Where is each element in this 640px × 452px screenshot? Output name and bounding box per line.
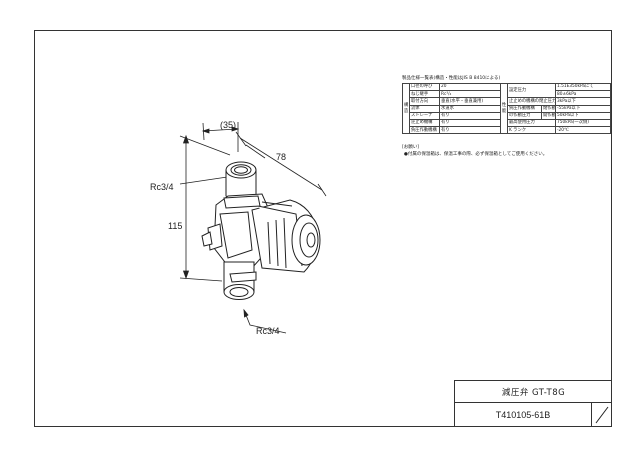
dim-offset-label: (35) [220, 120, 237, 130]
table-row: 取付方向 垂直(水平・垂直兼用) 止止めの機構の閉止圧力 3kPa以下 [403, 97, 611, 106]
dim-height-label: 115 [168, 221, 183, 231]
group-label-structure: 構造 [402, 82, 410, 135]
spec-table: 構造 口径の呼び 20 性能 設定圧力 1.51E350kPaにて ねじ継手 R… [402, 82, 611, 135]
group-label-performance: 性能 [500, 82, 508, 135]
dim-inlet-thread-label: Rc3/4 [150, 182, 174, 192]
leader-inlet [179, 175, 235, 185]
notes-title: [お願い] [402, 145, 420, 150]
drawing-frame [34, 30, 612, 427]
product-name: 減圧弁 GT-T8G [455, 381, 612, 403]
drawing-number: T410105-61B [455, 403, 592, 427]
note-item: ●付属の保温箱は、保温工事の際、必ず保温箱としてご使用ください。 [404, 152, 548, 157]
dim-outlet-thread-label: Rc3/4 [256, 326, 280, 336]
spec-table-title: 製品仕様一覧表(構造・性能はJIS B 8410による) [402, 76, 501, 81]
revision-slash-icon [595, 406, 609, 424]
table-row: 構造 口径の呼び 20 性能 設定圧力 1.51E350kPaにて [402, 82, 611, 135]
dim-line-length [239, 137, 323, 191]
table-row: ストレーナ 有り の作動圧力 開作動 50kPa以下 [403, 111, 611, 120]
dim-length-label: 78 [276, 152, 287, 162]
table-row: 負圧作動機構 有り K ランク -20℃ [403, 126, 611, 135]
title-block: 減圧弁 GT-T8G T410105-61B [454, 380, 612, 427]
valve-body [201, 161, 321, 300]
